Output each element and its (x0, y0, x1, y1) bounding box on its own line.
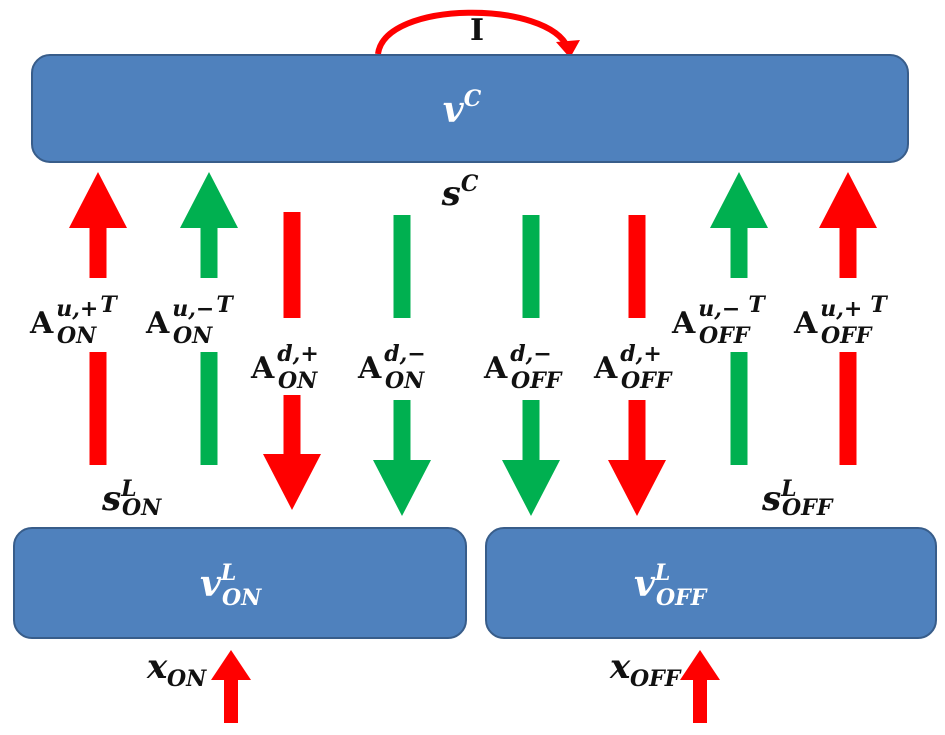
arrowhead-a-u-plus-on-t (69, 172, 127, 228)
on-box-label: vL (200, 560, 236, 605)
state-sub-s-on: ON (122, 495, 162, 521)
input-label-x-off: x (609, 647, 631, 687)
input-sub-x-off: OFF (630, 666, 682, 692)
arrow-shaft-lower-a-d-minus-off (522, 400, 540, 462)
arrow-shaft-lower-a-u-plus-off-t (839, 352, 857, 465)
arrow-shaft-lower-a-u-plus-on-t (89, 352, 107, 465)
arrow-shaft-lower-a-d-plus-off (628, 400, 646, 462)
arrowhead-a-d-minus-off (502, 460, 560, 516)
input-arrow-on (211, 650, 251, 723)
arrow-shaft-upper-a-d-plus-on (283, 212, 301, 318)
arrow-shaft-upper-a-u-plus-off-t (839, 226, 857, 278)
matrix-sub-a-u-plus-off-t: OFF (821, 323, 873, 349)
connection-arrows (69, 172, 877, 516)
state-label-s-on: sL (101, 476, 137, 519)
arrow-shaft-upper-a-u-plus-on-t (89, 226, 107, 278)
arrow-shaft-upper-a-d-minus-off (522, 215, 540, 318)
arrow-shaft-upper-a-d-plus-off (628, 215, 646, 318)
arrowhead-a-d-minus-on (373, 460, 431, 516)
arrow-a-d-minus-on (373, 215, 431, 516)
loop-label: I (470, 13, 484, 48)
matrix-sub-a-d-plus-off: OFF (621, 368, 673, 394)
arrow-shaft-lower-a-u-minus-on-t (200, 352, 218, 465)
on-box-sub: ON (222, 585, 262, 611)
input-arrow-off (680, 650, 720, 723)
arrow-a-d-minus-off (502, 215, 560, 516)
cortical-box (31, 54, 909, 163)
state-label-s-off: sL (761, 476, 797, 519)
matrix-sub-a-u-minus-off-t: OFF (699, 323, 751, 349)
state-label-sc: sC (441, 171, 479, 214)
off-box-label: vL (634, 560, 670, 605)
input-label-x-on: x (146, 647, 168, 687)
arrow-a-d-plus-on (263, 212, 321, 510)
arrowhead-a-d-plus-on (263, 454, 321, 510)
arrow-shaft-lower-a-u-minus-off-t (730, 352, 748, 465)
arrow-a-u-plus-on-t (69, 172, 127, 465)
arrow-shaft-upper-a-u-minus-off-t (730, 226, 748, 278)
matrix-sub-a-u-plus-on-t: ON (57, 323, 97, 349)
arrow-a-u-plus-off-t (819, 172, 877, 465)
off-box-sub: OFF (656, 585, 708, 611)
recurrent-loop-arrow (375, 9, 580, 58)
arrow-shaft-upper-a-d-minus-on (393, 215, 411, 318)
matrix-sub-a-d-minus-on: ON (385, 368, 425, 394)
arrow-shaft-lower-a-d-plus-on (283, 395, 301, 456)
arrowhead-a-u-minus-off-t (710, 172, 768, 228)
input-sub-x-on: ON (167, 666, 207, 692)
on-box (13, 527, 467, 639)
arrowhead-a-u-plus-off-t (819, 172, 877, 228)
matrix-sub-a-d-minus-off: OFF (511, 368, 563, 394)
arrow-a-u-minus-on-t (180, 172, 238, 465)
matrix-sub-a-u-minus-on-t: ON (173, 323, 213, 349)
arrow-a-d-plus-off (608, 215, 666, 516)
arrow-shaft-lower-a-d-minus-on (393, 400, 411, 462)
arrowhead-a-d-plus-off (608, 460, 666, 516)
state-sub-s-off: OFF (782, 495, 834, 521)
off-box (485, 527, 937, 639)
matrix-sub-a-d-plus-on: ON (278, 368, 318, 394)
arrow-shaft-upper-a-u-minus-on-t (200, 226, 218, 278)
arrow-a-u-minus-off-t (710, 172, 768, 465)
cortical-box-label: vC (443, 86, 482, 131)
arrowhead-a-u-minus-on-t (180, 172, 238, 228)
